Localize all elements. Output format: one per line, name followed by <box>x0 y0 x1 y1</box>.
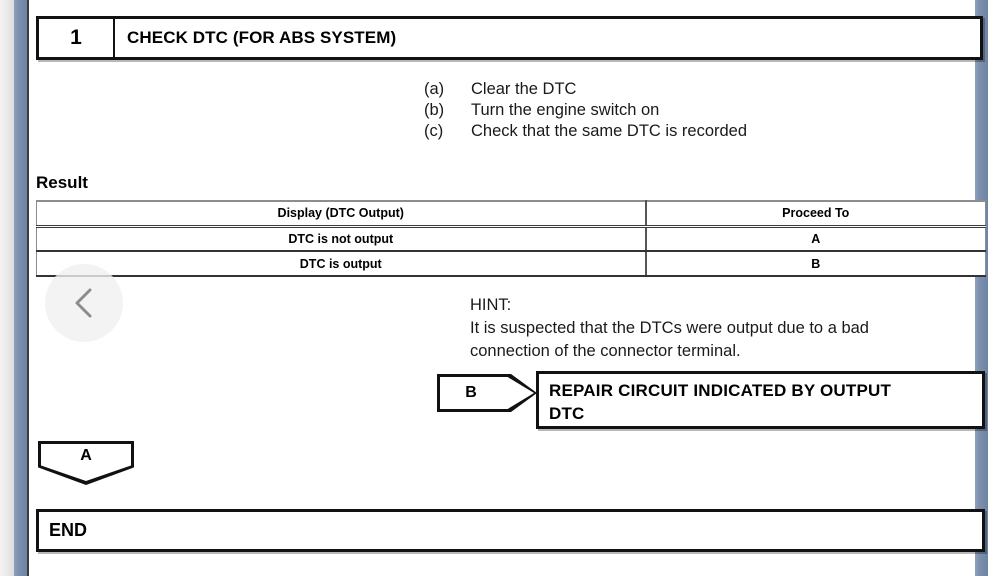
step-header-box: 1 CHECK DTC (FOR ABS SYSTEM) <box>36 16 983 60</box>
connector-b-label: B <box>465 384 477 401</box>
result-table: Display (DTC Output) Proceed To DTC is n… <box>36 200 986 277</box>
page-sheet <box>29 0 975 576</box>
step-title: CHECK DTC (FOR ABS SYSTEM) <box>127 28 397 47</box>
hint-block: HINT: It is suspected that the DTCs were… <box>470 294 985 363</box>
chevron-left-icon <box>71 286 97 320</box>
connector-a-label: A <box>80 447 92 464</box>
procedure-item-c: (c) Check that the same DTC is recorded <box>424 121 964 142</box>
connector-b: B <box>437 374 537 412</box>
table-cell-display: DTC is output <box>36 250 647 277</box>
table-cell-proceed-to: B <box>645 250 986 277</box>
procedure-list: (a) Clear the DTC (b) Turn the engine sw… <box>424 79 964 142</box>
repair-line-2: DTC <box>549 404 585 423</box>
procedure-text: Clear the DTC <box>471 80 577 98</box>
hint-title: HINT: <box>470 296 512 314</box>
back-navigation-button[interactable] <box>45 264 123 342</box>
procedure-marker: (c) <box>424 122 444 140</box>
procedure-item-a: (a) Clear the DTC <box>424 79 964 100</box>
viewer-left-rail <box>14 0 27 576</box>
procedure-text: Turn the engine switch on <box>471 101 660 119</box>
end-box: END <box>36 509 985 552</box>
table-cell-proceed-to: A <box>645 225 986 252</box>
step-number: 1 <box>39 19 115 57</box>
repair-line-1: REPAIR CIRCUIT INDICATED BY OUTPUT <box>549 381 892 400</box>
viewer-right-rail <box>975 0 988 576</box>
procedure-text: Check that the same DTC is recorded <box>471 122 748 140</box>
hint-line-1: It is suspected that the DTCs were outpu… <box>470 319 869 337</box>
end-label: END <box>49 520 88 540</box>
table-row: DTC is output B <box>36 250 986 277</box>
table-header-proceed-to: Proceed To <box>645 200 986 228</box>
table-cell-display: DTC is not output <box>36 225 647 252</box>
procedure-marker: (a) <box>424 80 445 98</box>
table-row: DTC is not output A <box>36 225 986 252</box>
hint-line-2: connection of the connector terminal. <box>470 342 741 360</box>
connector-a: A <box>38 441 134 485</box>
page-left-edge <box>27 0 29 576</box>
viewer-left-gutter <box>0 0 14 576</box>
table-header-display: Display (DTC Output) <box>36 200 647 228</box>
table-header-row: Display (DTC Output) Proceed To <box>36 200 986 228</box>
repair-action-box: REPAIR CIRCUIT INDICATED BY OUTPUT DTC <box>536 371 985 429</box>
procedure-item-b: (b) Turn the engine switch on <box>424 100 964 121</box>
procedure-marker: (b) <box>424 101 445 119</box>
result-label: Result <box>36 173 88 192</box>
